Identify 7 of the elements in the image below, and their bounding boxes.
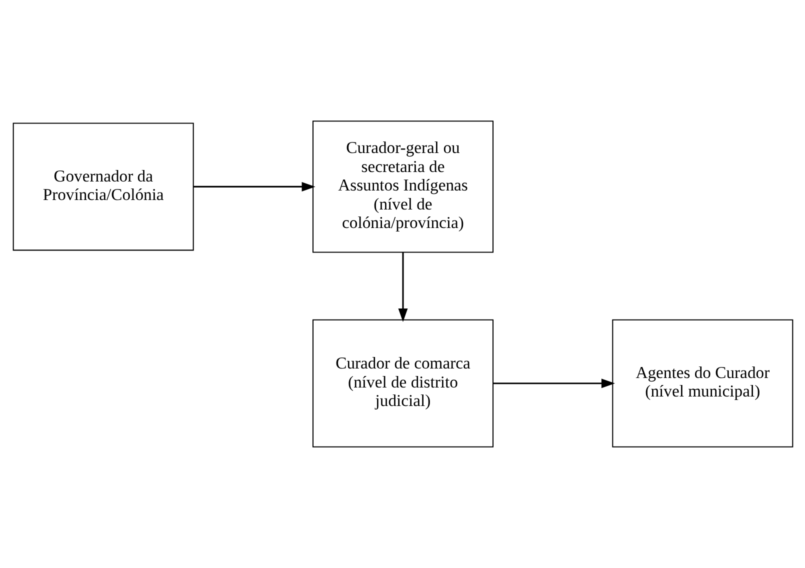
arrow	[398, 252, 408, 322]
node-box: Agentes do Curador (nível municipal)	[612, 319, 793, 448]
node-box: Curador de comarca (nível de distrito judicial)	[312, 319, 494, 448]
arrow	[192, 182, 315, 192]
node-box: Curador-geral ou secretaria de Assuntos Indígenas (nível de colónia/província)	[312, 120, 494, 253]
node-box: Governador da Província/Colónia	[12, 122, 194, 251]
arrow	[492, 378, 614, 388]
